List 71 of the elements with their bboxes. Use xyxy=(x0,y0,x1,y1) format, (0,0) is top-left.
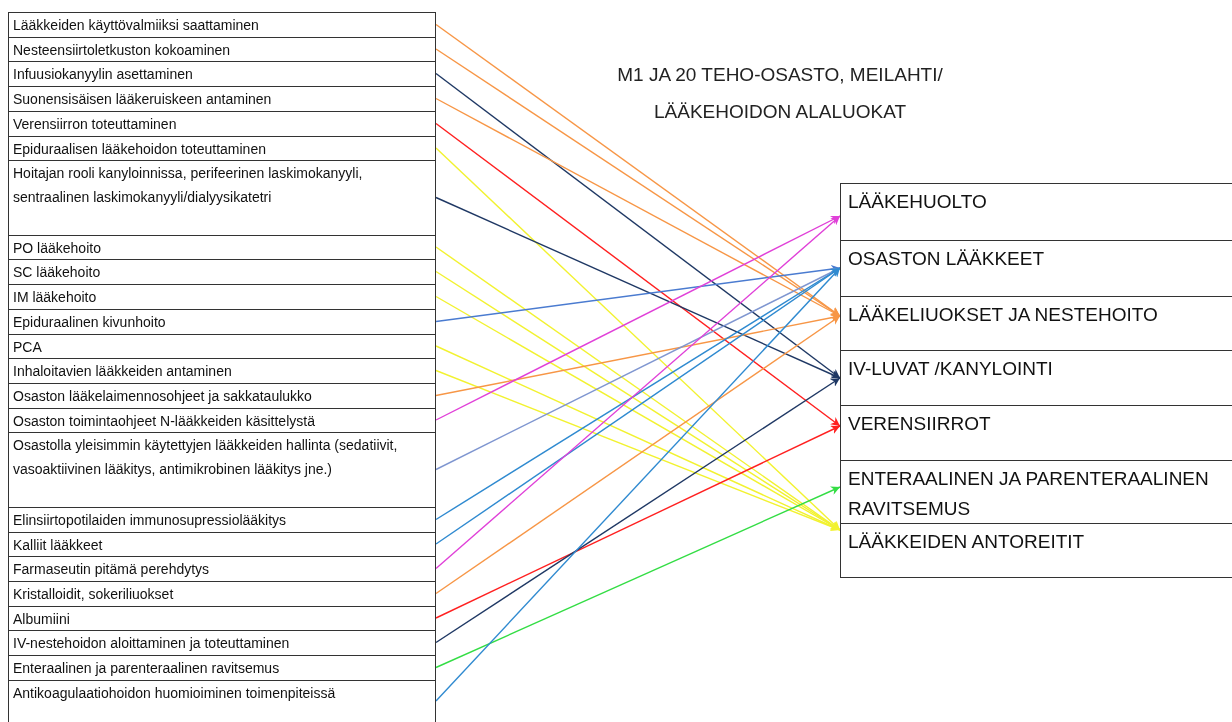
item-row xyxy=(8,630,436,656)
item-row xyxy=(8,12,436,38)
diagram-title: M1 JA 20 TEHO-OSASTO, MEILAHTI/ LÄÄKEHOIDON ALALUOKAT xyxy=(616,63,944,124)
item-row xyxy=(8,259,436,285)
item-label: Suonensisäisen lääkeruiskeen antaminen xyxy=(13,90,273,109)
arrow xyxy=(435,313,841,397)
item-label: Infuusiokanyylin asettaminen xyxy=(13,65,194,84)
item-row xyxy=(8,408,436,433)
category-box xyxy=(840,523,1232,578)
item-label: PO lääkehoito xyxy=(13,239,102,258)
item-row xyxy=(8,284,436,310)
arrow xyxy=(435,215,841,421)
category-label: VERENSIIRROT xyxy=(848,412,992,436)
item-label: Osaston lääkelaimennosohjeet ja sakkataulukko xyxy=(13,387,313,406)
item-row xyxy=(8,432,436,508)
arrow xyxy=(435,97,841,317)
arrow xyxy=(435,196,841,379)
arrow xyxy=(435,486,841,669)
item-row xyxy=(8,309,436,335)
item-row xyxy=(8,111,436,137)
item-row xyxy=(8,160,436,236)
arrow xyxy=(435,264,841,323)
item-row xyxy=(8,383,436,409)
item-label: Epiduraalinen kivunhoito xyxy=(13,313,167,332)
arrow xyxy=(435,72,841,379)
item-row xyxy=(8,61,436,87)
item-row xyxy=(8,507,436,533)
item-row xyxy=(8,581,436,607)
item-label: Antikoagulaatiohoidon huomioiminen toimenpiteissä xyxy=(13,684,337,703)
item-label: Kristalloidit, sokeriliuokset xyxy=(13,585,175,604)
item-label: Verensiirron toteuttaminen xyxy=(13,115,178,134)
item-label: IM lääkehoito xyxy=(13,288,98,307)
item-label: Nesteensiirtoletkuston kokoaminen xyxy=(13,41,232,60)
item-label: PCA xyxy=(13,338,43,357)
item-row xyxy=(8,532,436,557)
item-row xyxy=(8,606,436,631)
category-label: OSASTON LÄÄKKEET xyxy=(848,247,1046,271)
arrow xyxy=(435,425,841,619)
item-row xyxy=(8,334,436,359)
item-label: Inhaloitavien lääkkeiden antaminen xyxy=(13,362,233,381)
item-row xyxy=(8,86,436,112)
item-label: SC lääkehoito xyxy=(13,263,102,282)
category-label: LÄÄKELIUOKSET JA NESTEHOITO xyxy=(848,303,1159,327)
category-box xyxy=(840,183,1232,241)
item-label: Osastolla yleisimmin käytettyjen lääkkeiden hallinta (sedatiivit, vasoaktiivinen lääkitys, antimikrobinen lääkitys jne.) xyxy=(13,436,399,479)
item-row xyxy=(8,556,436,582)
item-row xyxy=(8,680,436,722)
arrow xyxy=(435,377,841,644)
arrow xyxy=(435,267,841,702)
arrow xyxy=(435,122,841,427)
arrow xyxy=(435,215,841,570)
item-row xyxy=(8,235,436,260)
item-label: IV-nestehoidon aloittaminen ja toteuttaminen xyxy=(13,634,291,653)
item-label: Hoitajan rooli kanyloinnissa, perifeerinen laskimokanyyli, sentraalinen laskimokanyyli/dialyysikatetri xyxy=(13,164,364,207)
item-label: Kalliit lääkkeet xyxy=(13,536,104,555)
item-label: Lääkkeiden käyttövalmiiksi saattaminen xyxy=(13,16,260,35)
item-row xyxy=(8,655,436,681)
item-label: Albumiini xyxy=(13,610,71,629)
category-label: ENTERAALINEN JA PARENTERAALINEN RAVITSEMUS xyxy=(848,467,1210,521)
item-label: Farmaseutin pitämä perehdytys xyxy=(13,560,211,579)
item-row xyxy=(8,37,436,62)
item-row xyxy=(8,136,436,161)
item-label: Enteraalinen ja parenteraalinen ravitsemus xyxy=(13,659,281,678)
item-row xyxy=(8,358,436,384)
item-label: Elinsiirtopotilaiden immunosupressiolääkitys xyxy=(13,511,288,530)
item-label: Osaston toimintaohjeet N-lääkkeiden käsittelystä xyxy=(13,412,316,431)
category-label: IV-LUVAT /KANYLOINTI xyxy=(848,357,1054,381)
category-label: LÄÄKEHUOLTO xyxy=(848,190,988,214)
category-label: LÄÄKKEIDEN ANTOREITIT xyxy=(848,530,1086,554)
arrow xyxy=(435,315,841,595)
item-label: Epiduraalisen lääkehoidon toteuttaminen xyxy=(13,140,267,159)
